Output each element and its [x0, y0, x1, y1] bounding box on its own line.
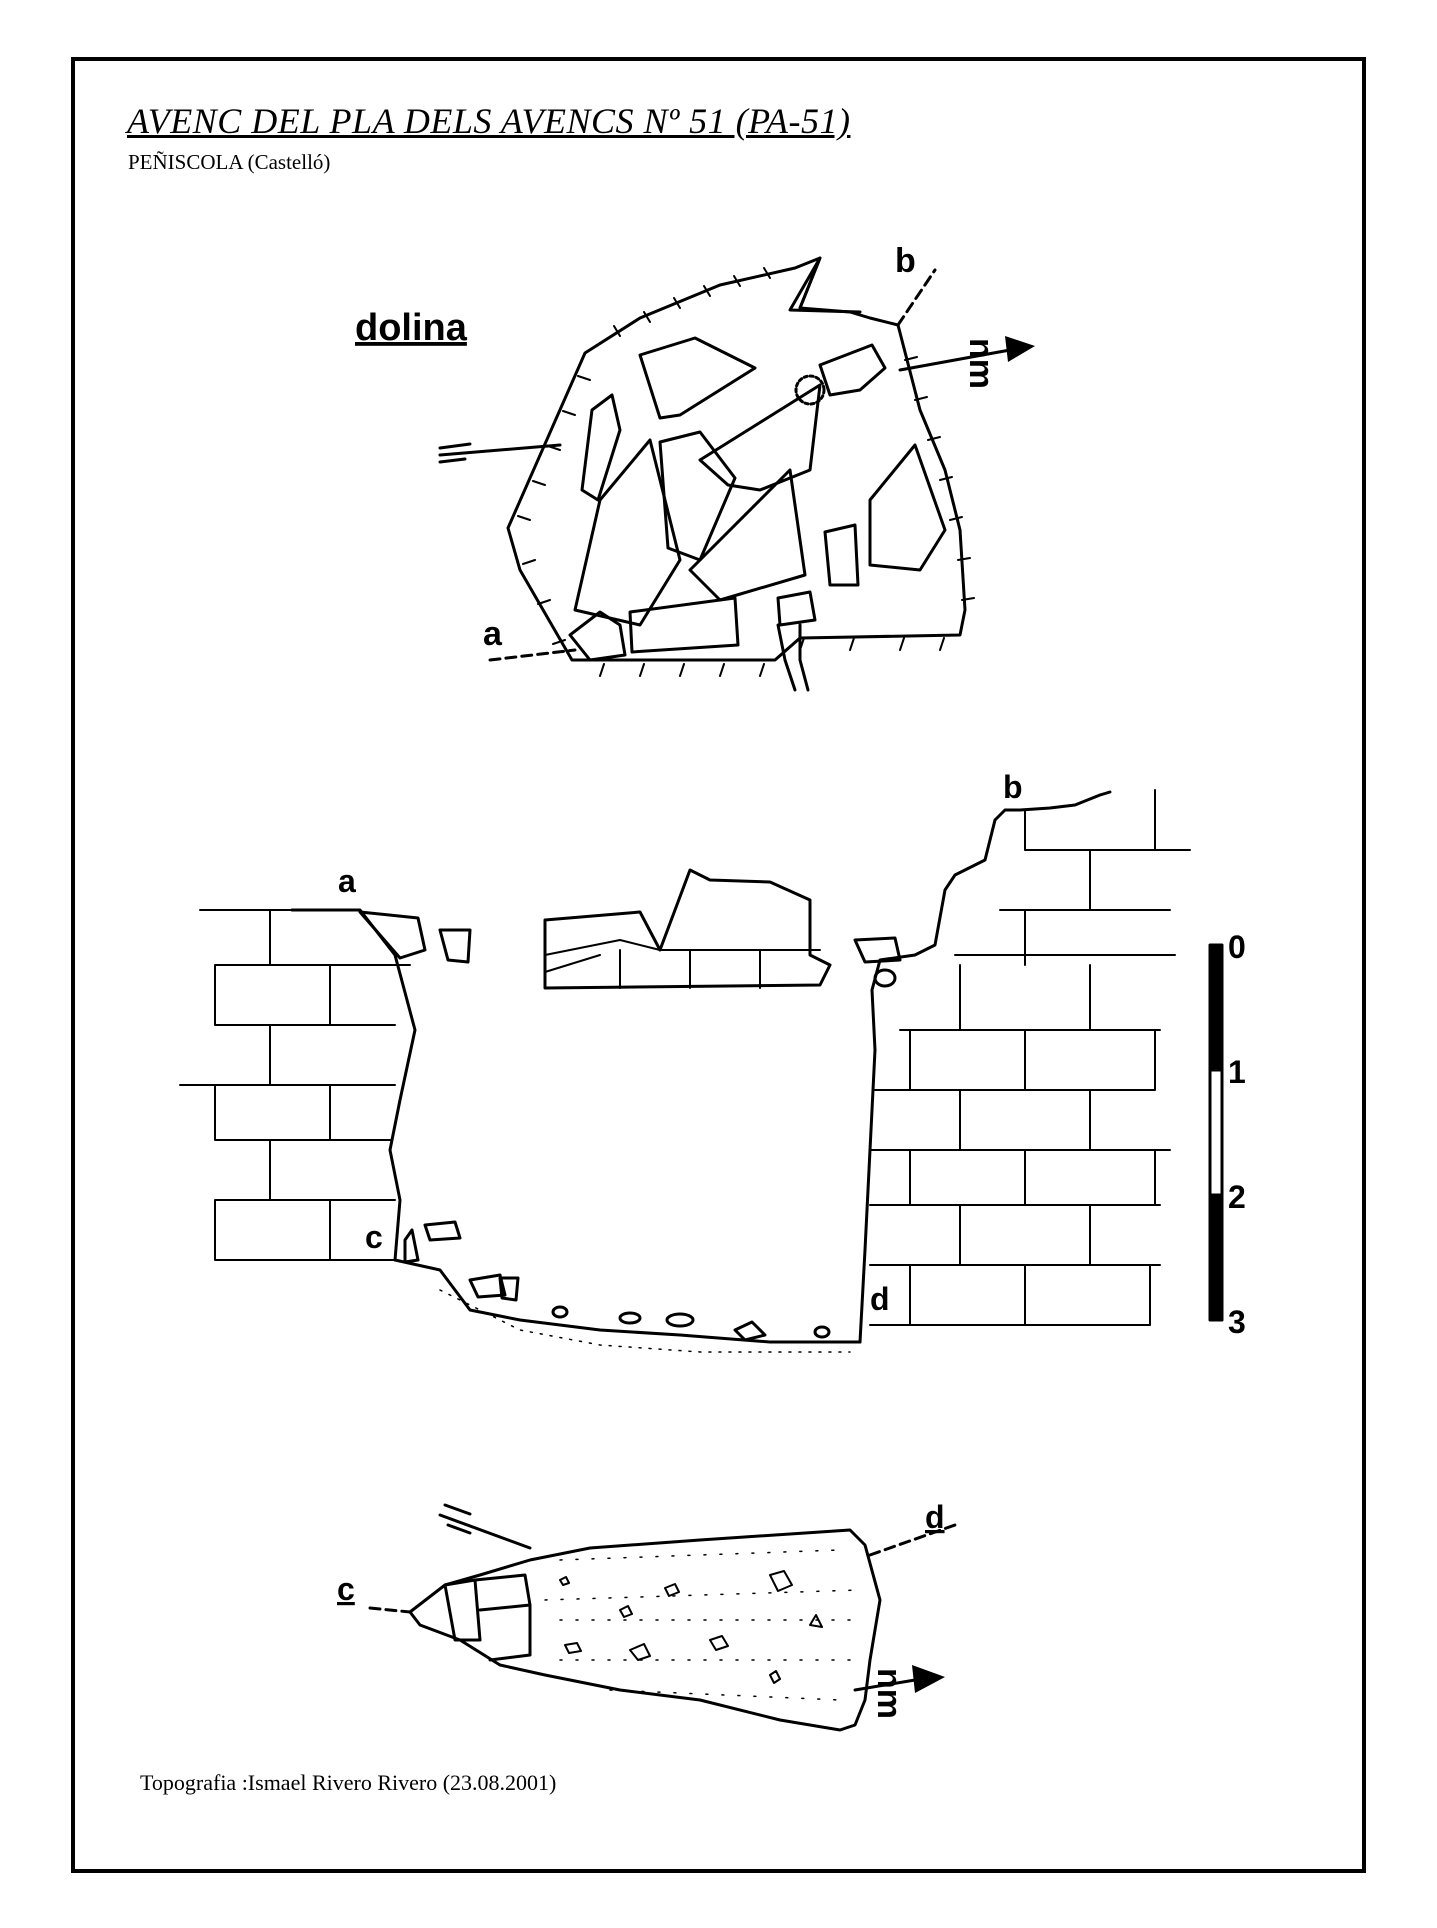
north-label-top: nm	[962, 338, 1000, 389]
top-plan-small-block	[794, 374, 826, 406]
plan-section-c-label: c	[337, 1571, 355, 1607]
section-line-a	[488, 648, 577, 662]
top-plan-hachures	[517, 267, 975, 677]
plan-section-a-label: a	[483, 615, 503, 653]
survey-credit: Topografia :Ismael Rivero Rivero (23.08.…	[140, 1770, 557, 1795]
right-rim-block	[853, 936, 902, 964]
top-plan	[438, 256, 1035, 692]
scale-tick-0: 0	[1228, 929, 1246, 965]
scale-segment-0-1	[1208, 943, 1224, 1072]
section-b-label: b	[1003, 769, 1023, 805]
right-rim-stone	[873, 968, 897, 988]
cross-section	[179, 789, 1191, 1353]
section-line-c	[368, 1606, 412, 1614]
rock-bridge-joints	[544, 939, 821, 989]
cave-floor-sediment	[439, 1289, 851, 1353]
floor-stone	[733, 1320, 767, 1342]
page-frame	[71, 57, 1366, 1873]
bottom-plan-entrance	[438, 1503, 532, 1550]
top-plan-block	[568, 610, 627, 662]
north-arrow-top	[898, 348, 1012, 372]
scale-segment-1-2	[1208, 1068, 1224, 1197]
right-bedrock-lines	[869, 789, 1191, 1326]
top-plan-outline	[506, 256, 967, 662]
floor-stone	[403, 1228, 420, 1264]
section-line-b	[896, 268, 937, 327]
north-arrow-bottom	[853, 1678, 917, 1692]
scale-tick-2: 2	[1228, 1179, 1246, 1215]
left-rim-block	[358, 910, 427, 960]
top-plan-block	[776, 590, 817, 627]
bottom-plan-pebbles	[559, 1570, 823, 1684]
scale-tick-3: 3	[1228, 1304, 1246, 1340]
floor-stone	[423, 1220, 462, 1242]
north-label-bottom: nm	[870, 1668, 908, 1719]
top-plan-block	[658, 430, 737, 562]
top-plan-block	[818, 343, 887, 397]
floor-stone	[468, 1273, 507, 1299]
location-subtitle: PEÑISCOLA (Castelló)	[128, 150, 331, 174]
plan-section-b-label: b	[895, 242, 916, 280]
right-wall-profile	[858, 790, 1112, 1344]
top-plan-block	[688, 468, 807, 602]
top-plan-block	[628, 596, 740, 654]
top-plan-block	[580, 393, 622, 502]
section-line-d	[868, 1523, 957, 1557]
scale-tick-1: 1	[1228, 1054, 1246, 1090]
north-arrowhead-bottom-icon	[912, 1665, 945, 1693]
section-d-label: d	[870, 1281, 890, 1317]
cave-floor	[393, 1258, 862, 1344]
top-plan-notch	[788, 256, 862, 314]
bottom-plan-inner-blocks	[443, 1573, 532, 1662]
floor-stone	[498, 1276, 520, 1302]
floor-stone	[665, 1312, 695, 1328]
rock-bridge	[543, 868, 832, 990]
top-plan-channel	[776, 623, 810, 692]
scale-bar	[1208, 943, 1224, 1322]
plan-section-d-label: d	[925, 1499, 945, 1535]
left-rim-block	[438, 928, 472, 964]
top-plan-block	[638, 336, 757, 420]
top-plan-entrance-line	[438, 442, 562, 464]
section-a-label: a	[338, 863, 356, 899]
floor-stone	[551, 1305, 569, 1319]
top-plan-block	[868, 443, 947, 572]
bottom-plan-outline	[408, 1528, 882, 1732]
north-arrowhead-top-icon	[1005, 336, 1035, 362]
scale-segment-2-3	[1208, 1193, 1224, 1322]
dolina-label: dolina	[355, 307, 468, 349]
diagram-labels: dolina a b nm a b c d 0 1 2 3 c d nm	[337, 242, 1246, 1719]
top-plan-block	[698, 383, 822, 492]
top-plan-block	[823, 523, 860, 587]
page-title: AVENC DEL PLA DELS AVENCS Nº 51 (PA-51)	[127, 101, 851, 141]
bottom-plan	[368, 1503, 957, 1732]
left-bedrock-lines	[179, 909, 411, 1261]
floor-stone	[813, 1325, 831, 1339]
top-plan-block	[573, 438, 682, 627]
floor-stone	[618, 1311, 642, 1325]
section-c-label: c	[365, 1219, 383, 1255]
